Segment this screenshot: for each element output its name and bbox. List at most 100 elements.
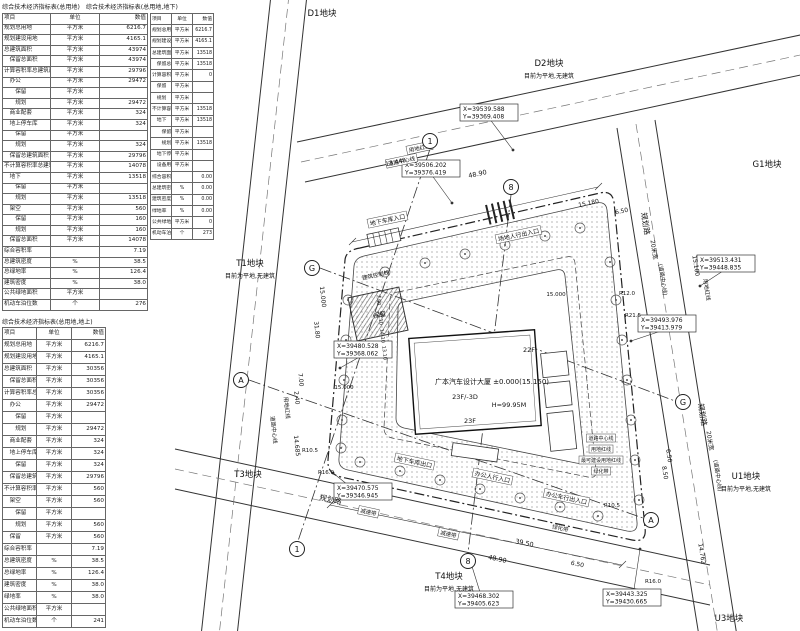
- table-cell: 平方米: [171, 69, 193, 82]
- grid-bubble-label: 8: [465, 557, 470, 566]
- table-cell: 0.00: [192, 193, 214, 207]
- tree-icon: [592, 510, 604, 522]
- table-cell: 公共绿地面积: [1, 603, 38, 616]
- table-row: 保留平方米: [1, 129, 149, 142]
- table-cell: 平方米: [50, 224, 100, 237]
- table-cell: 商业配套: [1, 108, 52, 120]
- table-cell: 个: [50, 299, 100, 311]
- table-cell: 平方米: [50, 203, 100, 216]
- table-cell: 6216.7: [70, 339, 107, 352]
- table-cell: 总建筑密度: [1, 256, 52, 269]
- coordinate-point: [629, 339, 633, 343]
- table-cell: 平方米: [36, 459, 72, 472]
- dimension: 14.685: [292, 435, 301, 457]
- table-cell: 14078: [98, 161, 149, 173]
- table-cell: 6216.7: [192, 24, 214, 37]
- table-cell: 324: [98, 118, 149, 131]
- table-cell: 平方米: [36, 531, 72, 544]
- table-cell: 平方米: [36, 507, 72, 520]
- table-cell: 160: [98, 224, 149, 237]
- table-cell: %: [36, 567, 72, 580]
- coordinate-y-label: Y=39448.835: [699, 265, 741, 272]
- table-cell: [192, 148, 214, 161]
- table-row: 总建筑密度%0.00: [150, 182, 214, 195]
- grid-bubble-label: 1: [427, 137, 432, 146]
- table-cell: 38.0: [70, 591, 107, 604]
- table-cell: 38.0: [70, 579, 107, 592]
- table-cell: 架空: [1, 203, 52, 216]
- table-cell: 平方米: [36, 351, 72, 364]
- block-note-d2: 目前为平地,无建筑: [524, 72, 574, 80]
- table-row: 地下停车库平方米: [150, 148, 214, 161]
- table-row: 保留总面积平方米13518: [150, 58, 214, 71]
- table-cell: 平方米: [36, 363, 72, 376]
- table-cell: 324: [70, 459, 107, 472]
- table-row: 建筑密度%0.00: [150, 193, 214, 207]
- table-cell: 7.19: [70, 543, 107, 556]
- grid-bubble: [289, 541, 305, 557]
- tree-icon: [574, 222, 586, 234]
- road-width-label: 20米宽: [704, 430, 715, 451]
- table-cell: 设备用房: [150, 159, 172, 173]
- table-cell: 平方米: [50, 87, 100, 99]
- table-cell: 13518: [98, 193, 149, 205]
- red-line-label: 用地红线: [282, 396, 292, 419]
- coordinate-leader: [488, 117, 514, 151]
- dimension: 15.180: [578, 198, 600, 209]
- coordinate-point: [338, 366, 342, 370]
- table-cell: 地下: [150, 114, 172, 127]
- building-height-label: H=99.95M: [492, 401, 527, 409]
- tree-icon: [399, 470, 401, 472]
- table-row: 保留平方米: [150, 80, 214, 94]
- grid-bubble-label: 1: [294, 545, 299, 554]
- table-cell: 保留: [1, 87, 52, 99]
- table-cell: 绿地率: [1, 591, 38, 604]
- speed-bump-label: 减速带: [360, 506, 378, 517]
- coordinate-x-label: X=39480.528: [337, 343, 379, 350]
- table-cell: 建筑密度: [150, 193, 172, 207]
- table-cell: 324: [98, 108, 149, 120]
- road-centerline-label-box: [586, 433, 616, 443]
- tree-icon: [504, 244, 506, 246]
- tree-icon: [616, 334, 628, 346]
- table-cell: 平方米: [36, 339, 72, 352]
- coordinate-y-label: Y=39413.979: [640, 325, 682, 332]
- tree-icon: [629, 454, 641, 466]
- tree-icon: [464, 253, 466, 255]
- table-cell: 平方米: [171, 103, 193, 116]
- table-cell: 平方米: [171, 24, 193, 37]
- table-row: 总建筑面积平方米13518: [150, 46, 214, 60]
- table-cell: %: [50, 267, 100, 279]
- tree-icon: [459, 248, 471, 260]
- table-cell: 规划总用地: [1, 23, 52, 36]
- speed-bump-label-box: [437, 527, 460, 541]
- tree-icon: [340, 447, 342, 449]
- building-name-label: 广本汽车设计大厦 ±0.000(15.150): [435, 377, 549, 386]
- road-centerlines: [174, 0, 800, 631]
- coordinate-y-label: Y=39346.945: [336, 493, 378, 500]
- table-cell: 总建筑密度: [150, 182, 172, 195]
- table-cell: 38.5: [70, 555, 107, 568]
- table-cell: 总建筑面积: [150, 46, 172, 60]
- table-cell: 建筑密度: [1, 277, 52, 290]
- table-cell: 保留总面积: [1, 375, 38, 388]
- table-row: 建筑密度%38.0: [1, 277, 149, 290]
- tree-icon: [633, 494, 645, 506]
- coordinate-point: [638, 547, 642, 551]
- table-cell: 总绿地率: [1, 267, 52, 279]
- grid-bubble-label: 8: [508, 183, 513, 192]
- green-belt-label: 绿化带: [552, 522, 570, 533]
- road-label: 规划路: [639, 212, 652, 236]
- table-cell: 平方米: [36, 483, 72, 496]
- block-label-t1: T1地块: [235, 258, 264, 269]
- table-cell: 平方米: [171, 137, 193, 150]
